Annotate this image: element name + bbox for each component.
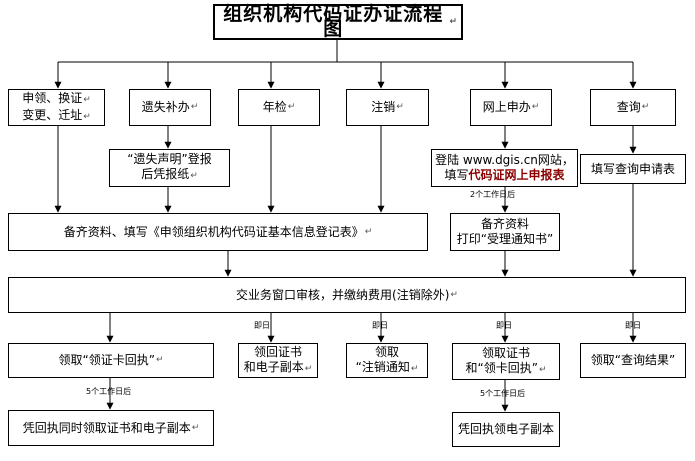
box-cancel: 注销↵ [346,89,429,126]
box-receipt: 领取“领证卡回执”↵ [8,343,214,378]
box-query-form: 填写查询申请表 [580,154,686,184]
label-five-days-right: 5个工作日后 [480,389,526,398]
box-query: 查询↵ [590,89,676,126]
box-apply-change: 申领、换证↵ 变更、迁址↵ [8,89,105,126]
box-prepare-materials: 备齐资料、填写《申领组织机构代码证基本信息登记表》↵ [8,213,428,251]
label-same-day-cancel: 即日 [372,321,388,330]
box-lost-reissue: 遗失补办↵ [129,89,211,126]
label-same-day-query: 即日 [625,321,641,330]
label-same-day-annual: 即日 [254,321,270,330]
online-form-highlight: 代码证网上申报表 [468,168,565,182]
box-cert-card-receipt: 领取证书 和“领卡回执”↵ [452,343,560,380]
box-online-prepare: 备齐资料 打印“受理通知书” [450,213,560,251]
box-final-left: 凭回执同时领取证书和电子副本↵ [8,410,214,446]
apply-change-line1: 申领、换证 [22,90,83,105]
box-cert-copy: 领回证书 和电子副本↵ [238,343,318,378]
apply-change-line2: 变更、迁址 [22,107,83,122]
label-same-day-online: 即日 [496,321,512,330]
label-two-days: 2个工作日后 [470,190,516,199]
box-cancel-notice: 领取 “注销通知↵ [346,343,428,378]
box-final-right: 凭回执领电子副本 [452,412,560,447]
box-online-step: 登陆 www.dgis.cn网站， 填写代码证网上申报表 [431,149,578,187]
box-annual-check: 年检↵ [238,89,320,126]
box-query-result: 领取“查询结果” [580,343,686,378]
chart-title: 组织机构代码证办证流程图↵ [213,4,463,40]
label-five-days-left: 5个工作日后 [86,387,132,396]
box-lost-notice: “遗失声明”登报 后凭报纸↵ [109,149,230,187]
box-review: 交业务窗口审核，并缴纳费用(注销除外)↵ [8,277,686,313]
box-online-apply: 网上申办↵ [470,89,552,126]
